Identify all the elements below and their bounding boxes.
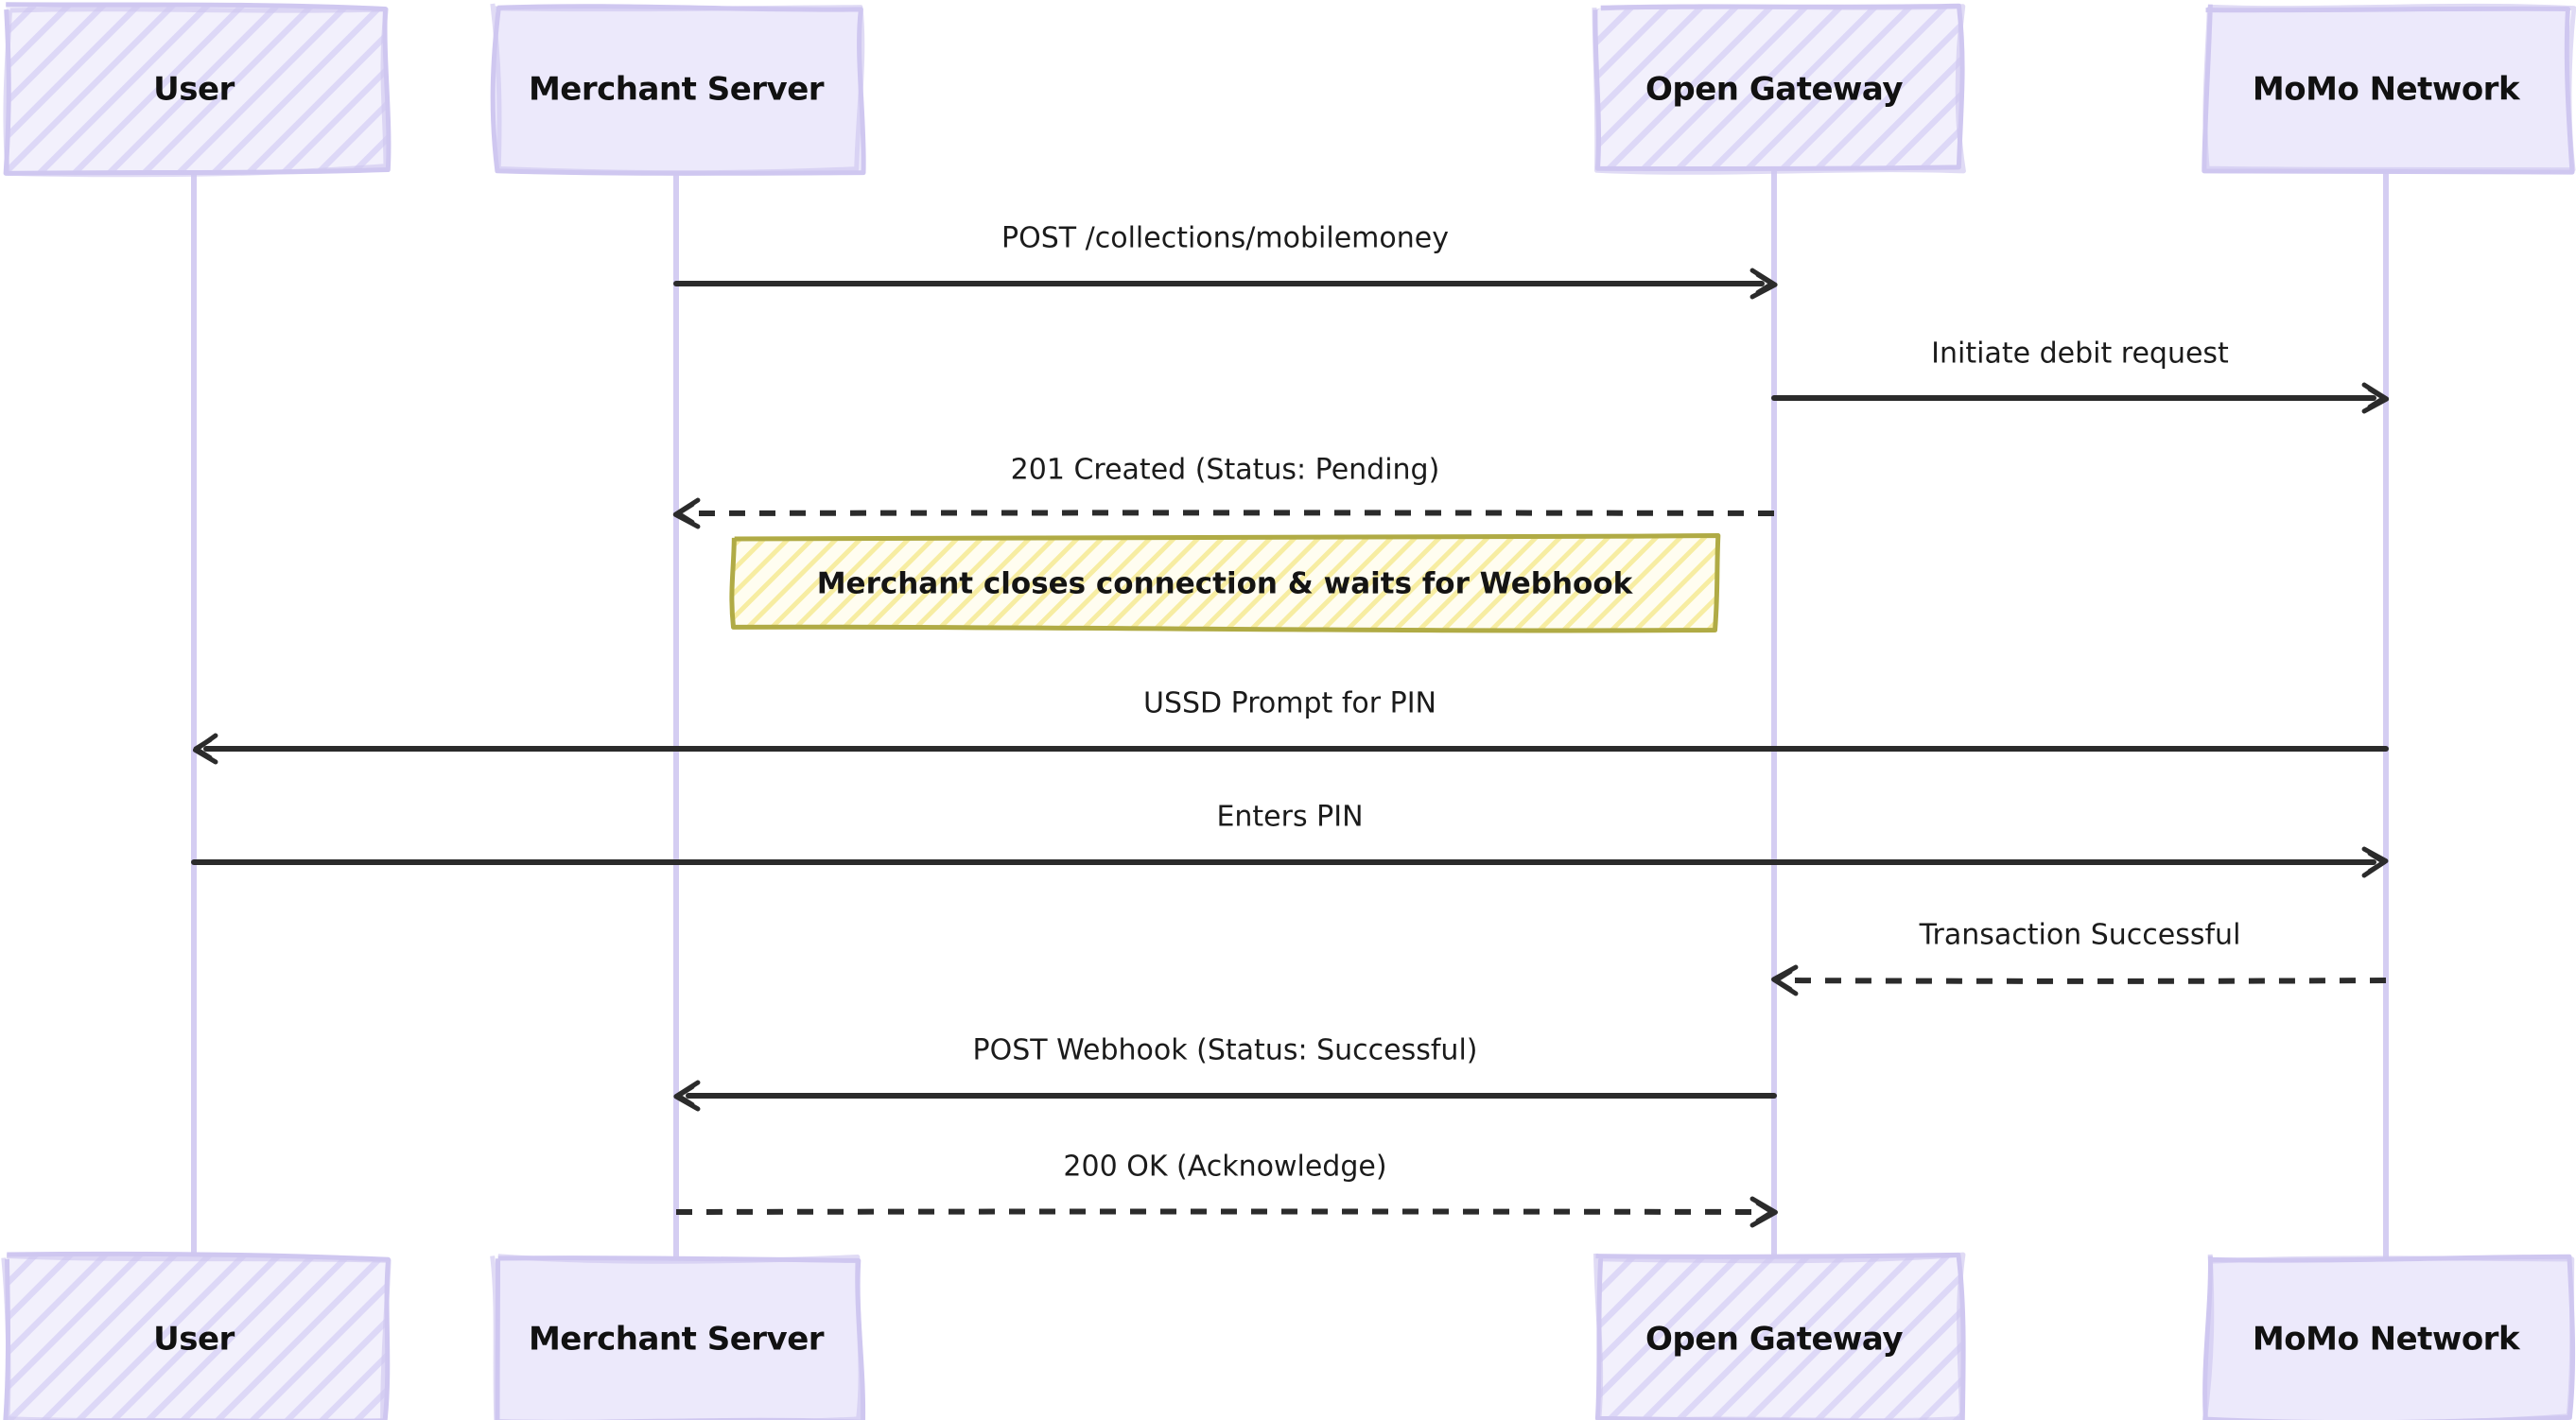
note-note-merchant-webhook: Merchant closes connection & waits for W… <box>729 533 1721 633</box>
participant-label-momo: MoMo Network <box>2253 71 2521 109</box>
arrowhead-6-inner <box>1773 969 1793 992</box>
message-label-1: POST /collections/mobilemoney <box>1001 222 1449 255</box>
arrowhead-2-inner <box>2367 387 2387 409</box>
message-label-3: 201 Created (Status: Pending) <box>1011 454 1440 487</box>
participant-label-gateway: Open Gateway <box>1645 1321 1903 1359</box>
participant-box-merchant-bottom[interactable]: Merchant Server <box>490 1254 866 1420</box>
participant-box-outline-2 <box>1 1253 392 1420</box>
participant-label-user: User <box>153 1321 235 1359</box>
participant-label-gateway: Open Gateway <box>1645 71 1903 109</box>
participant-box-fill <box>493 6 864 174</box>
participant-box-user-bottom[interactable]: User <box>1 1251 392 1420</box>
participant-box-outline-2 <box>490 1254 863 1420</box>
participant-box-outline-2 <box>1592 4 1966 175</box>
arrowhead-1-inner <box>1755 272 1775 295</box>
participant-box-fill <box>1595 1255 1964 1420</box>
message-4-momo-to-user: USSD Prompt for PIN <box>192 687 2389 765</box>
message-line-dashed <box>1785 978 2387 984</box>
arrowhead-5-inner <box>2367 851 2387 874</box>
participant-box-fill <box>2204 1255 2573 1420</box>
participant-box-fill <box>1594 6 1963 169</box>
participant-box-outline-2 <box>2202 3 2576 173</box>
note-fill <box>731 535 1718 631</box>
participant-label-merchant: Merchant Server <box>529 71 825 109</box>
participant-box-outline-2 <box>1593 1252 1966 1420</box>
participant-box-merchant-top[interactable]: Merchant Server <box>490 3 866 176</box>
participant-box-outline-2 <box>490 3 865 176</box>
arrowhead-3-inner <box>675 502 695 525</box>
message-8-merchant-to-gateway: 200 OK (Acknowledge) <box>675 1151 1778 1228</box>
participant-box-momo-bottom[interactable]: MoMo Network <box>2202 1254 2576 1420</box>
participant-box-user-top[interactable]: User <box>3 2 392 178</box>
message-line-dashed <box>675 1208 1763 1215</box>
participant-label-user: User <box>153 71 235 109</box>
message-label-6: Transaction Successful <box>1919 919 2241 952</box>
participant-box-fill <box>5 1254 389 1420</box>
message-line-solid <box>191 858 2376 865</box>
actor-boxes-top: User Merchant Server Open Gateway MoMo Netw… <box>3 2 2576 178</box>
message-2-gateway-to-momo: Initiate debit request <box>1771 338 2390 414</box>
note-outline <box>729 533 1721 633</box>
message-label-4: USSD Prompt for PIN <box>1143 687 1436 720</box>
arrowhead-8-inner <box>1755 1201 1775 1223</box>
actor-boxes-bottom: User Merchant Server Open Gateway MoMo Netw… <box>1 1251 2576 1420</box>
message-label-5: Enters PIN <box>1216 801 1363 834</box>
participant-box-outline-2 <box>3 7 389 178</box>
message-6-momo-to-gateway: Transaction Successful <box>1771 919 2387 996</box>
note-label: Merchant closes connection & waits for W… <box>817 567 1634 601</box>
participant-box-gateway-bottom[interactable]: Open Gateway <box>1593 1252 1966 1420</box>
message-line-solid <box>203 746 2389 753</box>
participant-label-merchant: Merchant Server <box>529 1321 825 1359</box>
participant-box-gateway-top[interactable]: Open Gateway <box>1592 3 1966 175</box>
participant-label-momo: MoMo Network <box>2253 1321 2521 1359</box>
notes-group: Merchant closes connection & waits for W… <box>729 533 1721 633</box>
message-label-8: 200 OK (Acknowledge) <box>1063 1151 1386 1184</box>
participant-box-outline-2 <box>2202 1254 2575 1420</box>
message-7-gateway-to-merchant: POST Webhook (Status: Successful) <box>673 1034 1777 1112</box>
arrowhead-4-inner <box>193 737 213 760</box>
arrowhead-7-inner <box>675 1084 695 1107</box>
participant-box-fill <box>6 4 389 174</box>
participant-box-momo-top[interactable]: MoMo Network <box>2202 3 2576 175</box>
participant-box-fill <box>496 1257 863 1420</box>
message-label-7: POST Webhook (Status: Successful) <box>973 1034 1478 1067</box>
participant-box-fill <box>2203 4 2572 173</box>
message-label-2: Initiate debit request <box>1931 338 2229 371</box>
message-line-dashed <box>688 510 1775 516</box>
lifelines-group <box>191 167 2389 1260</box>
message-1-merchant-to-gateway: POST /collections/mobilemoney <box>673 222 1778 300</box>
message-3-gateway-to-merchant: 201 Created (Status: Pending) <box>672 454 1775 529</box>
message-5-user-to-momo: Enters PIN <box>191 801 2389 878</box>
